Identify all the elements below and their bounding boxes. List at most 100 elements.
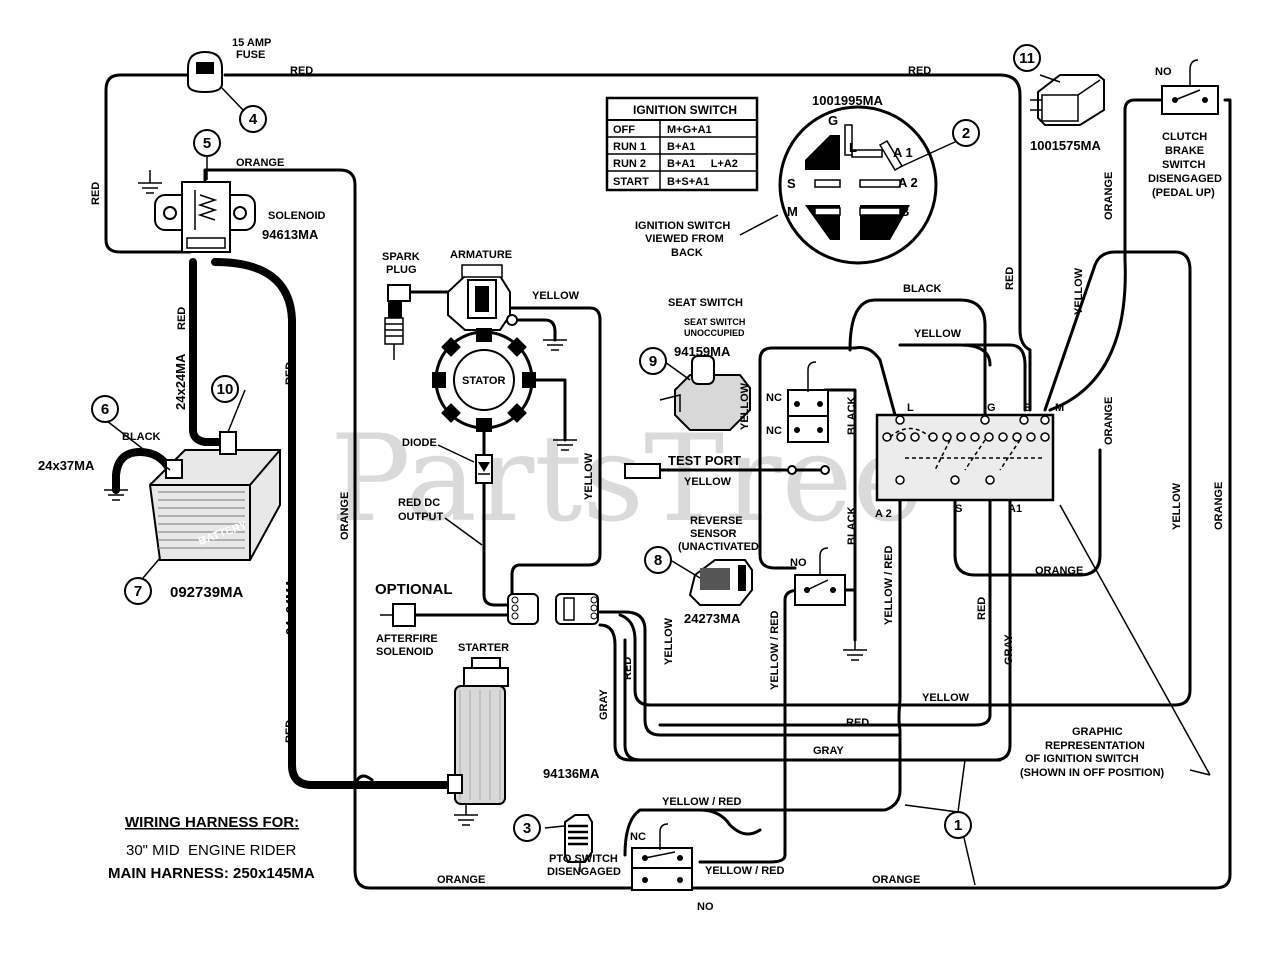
seat-nc-2: NC — [766, 425, 782, 437]
wire-label: RED — [1004, 267, 1016, 290]
ground-icon — [543, 339, 567, 351]
ignition-view-note: BACK — [671, 247, 703, 259]
ignition-row-circuit: B+A1 L+A2 — [667, 158, 738, 170]
solenoid — [154, 181, 256, 253]
terminal-A2: A 2 — [898, 175, 918, 190]
red-dc-label: OUTPUT — [398, 511, 444, 523]
ignition-view-note: IGNITION SWITCH — [635, 220, 730, 232]
pto-switch-label: DISENGAGED — [547, 866, 621, 878]
graphic-note: (SHOWN IN OFF POSITION) — [1020, 767, 1165, 779]
reverse-sensor-part: 24273MA — [684, 611, 741, 626]
red-dc-label: RED DC — [398, 497, 440, 509]
wire-label: BLACK — [846, 396, 858, 435]
wire-red-A1 — [658, 498, 992, 727]
ground-symbols — [104, 170, 867, 826]
wire-stator-yellow — [533, 378, 567, 442]
wire-red-harness — [598, 610, 902, 737]
callout-4: 4 — [249, 111, 258, 128]
ignition-row-pos: OFF — [613, 124, 635, 136]
seat-nc-1: NC — [766, 392, 782, 404]
pto-switch-part: 94136MA — [543, 766, 600, 781]
wire-yellow-G — [963, 343, 1027, 412]
seat-switch-part: 94159MA — [674, 344, 731, 359]
afterfire-label: AFTERFIRE — [376, 633, 438, 645]
block-terminal-A1: A1 — [1008, 503, 1022, 515]
seat-switch-contacts — [787, 361, 830, 475]
reverse-sensor-label: REVERSE — [690, 515, 743, 527]
ground-icon — [104, 489, 128, 501]
wire-seat-yellow — [758, 346, 857, 472]
wire-red-top-right — [223, 73, 1032, 412]
wire-label: BLACK — [903, 283, 942, 295]
wire-label: GRAY — [1003, 634, 1015, 665]
ground-icon — [454, 805, 478, 826]
callout-2: 2 — [962, 125, 970, 142]
wire-label: RED — [846, 717, 869, 729]
wire-armature-ground — [503, 318, 557, 342]
spark-plug-label: PLUG — [386, 264, 417, 276]
ignition-switch-graphic — [875, 413, 1055, 502]
reverse-switch — [794, 547, 846, 606]
wire-label: ORANGE — [437, 874, 485, 886]
test-port — [624, 463, 661, 479]
wire-label: RED — [908, 65, 931, 77]
terminal-L: L — [849, 140, 857, 155]
callout-circles — [91, 44, 1041, 842]
block-terminal-A2: A 2 — [875, 508, 892, 520]
clutch-no: NO — [1155, 66, 1172, 78]
wire-label: YELLOW / RED — [705, 865, 785, 877]
wire-label: YELLOW / RED — [883, 546, 895, 626]
wire-label: YELLOW — [1171, 482, 1183, 530]
wire-label: YELLOW / RED — [662, 796, 742, 808]
terminal-A1: A 1 — [893, 145, 913, 160]
ignition-row-pos: START — [613, 176, 649, 188]
wire-label: 24x24MA — [173, 353, 188, 410]
wire-label: ORANGE — [1103, 172, 1115, 220]
wire-seat-black — [823, 388, 857, 642]
pointer-line — [444, 517, 483, 546]
battery-ground-cable: 24x37MA — [38, 458, 95, 473]
ground-icon — [843, 640, 867, 661]
wire-label: ORANGE — [1213, 482, 1225, 530]
fuse-15-amp — [187, 50, 223, 94]
wire-red-top — [104, 73, 192, 254]
clutch-brake-switch — [1161, 59, 1219, 115]
pto-connector — [1030, 74, 1105, 126]
wire-label: BLACK — [122, 431, 161, 443]
battery-part: 092739MA — [170, 584, 244, 601]
wire-starter-cable — [211, 258, 464, 789]
seat-switch — [659, 355, 751, 431]
pto-no: NO — [697, 901, 714, 913]
ignition-row-pos: RUN 2 — [613, 158, 646, 170]
reverse-sensor — [688, 559, 753, 606]
wire-label: YELLOW — [684, 476, 732, 488]
spark-plug — [384, 284, 411, 360]
wire-label: RED — [284, 720, 296, 743]
ignition-row-circuit: B+A1 — [667, 141, 695, 153]
wire-label: YELLOW — [532, 290, 580, 302]
ignition-table-title: IGNITION SWITCH — [633, 103, 737, 117]
wire-label: ORANGE — [236, 157, 284, 169]
clutch-label: CLUTCH — [1162, 131, 1207, 143]
wire-label: ORANGE — [1103, 397, 1115, 445]
afterfire-label: SOLENOID — [376, 646, 434, 658]
wire-label: RED — [90, 182, 102, 205]
block-terminal-L: L — [907, 402, 914, 414]
wire-label: RED — [622, 657, 634, 680]
wire-label: 24x24MA — [283, 578, 298, 635]
wire-red-solenoid-starter — [353, 774, 374, 787]
watermark: PartsTree — [330, 410, 924, 549]
wire-label: YELLOW — [1073, 267, 1085, 315]
callout-10: 10 — [217, 381, 234, 398]
ignition-row-circuit: B+S+A1 — [667, 176, 709, 188]
seat-switch-sub: SEAT SWITCH — [684, 317, 745, 327]
wire-label: GRAY — [813, 745, 844, 757]
callout-9: 9 — [649, 353, 657, 370]
fuse-label-line2: FUSE — [236, 49, 265, 61]
reverse-sensor-label: SENSOR — [690, 528, 737, 540]
wire-label: RED — [976, 597, 988, 620]
afterfire-solenoid — [380, 603, 416, 627]
block-terminal-G: G — [987, 402, 996, 414]
wire-label: RED — [176, 307, 188, 330]
wire-orange-solenoid — [203, 168, 622, 890]
